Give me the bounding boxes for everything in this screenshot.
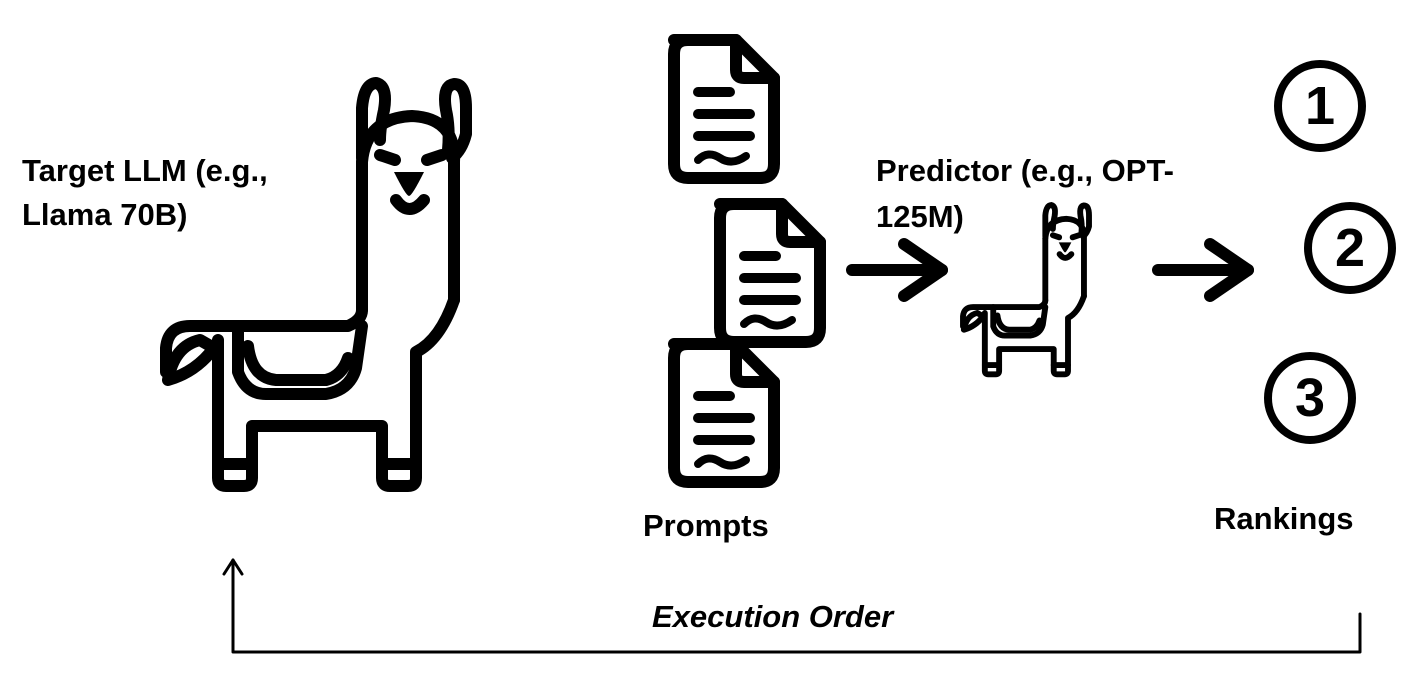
rank-circle-1: 1 [1274, 60, 1366, 152]
prompts-label: Prompts [643, 508, 769, 543]
rankings-label: Rankings [1214, 501, 1354, 536]
arrow-right-icon [852, 244, 942, 296]
target-llm-label-line1: Target LLM (e.g., [22, 153, 268, 188]
rank-number: 1 [1305, 76, 1335, 136]
rank-circle-3: 3 [1264, 352, 1356, 444]
execution-order-arrow [222, 558, 1362, 654]
rank-circle-2: 2 [1304, 202, 1396, 294]
execution-order-label: Execution Order [652, 599, 894, 634]
document-icon [674, 40, 774, 178]
rank-number: 3 [1295, 368, 1325, 428]
target-llm-label-line2: Llama 70B) [22, 197, 188, 232]
document-icon [674, 344, 774, 482]
llama-large-icon [165, 82, 467, 487]
llama-small-icon [962, 204, 1090, 375]
arrow-right-icon [1158, 244, 1248, 296]
predictor-label-line2: 125M) [876, 199, 964, 234]
predictor-label-line1: Predictor (e.g., OPT- [876, 153, 1174, 188]
rank-number: 2 [1335, 218, 1365, 278]
document-icon [720, 204, 820, 342]
